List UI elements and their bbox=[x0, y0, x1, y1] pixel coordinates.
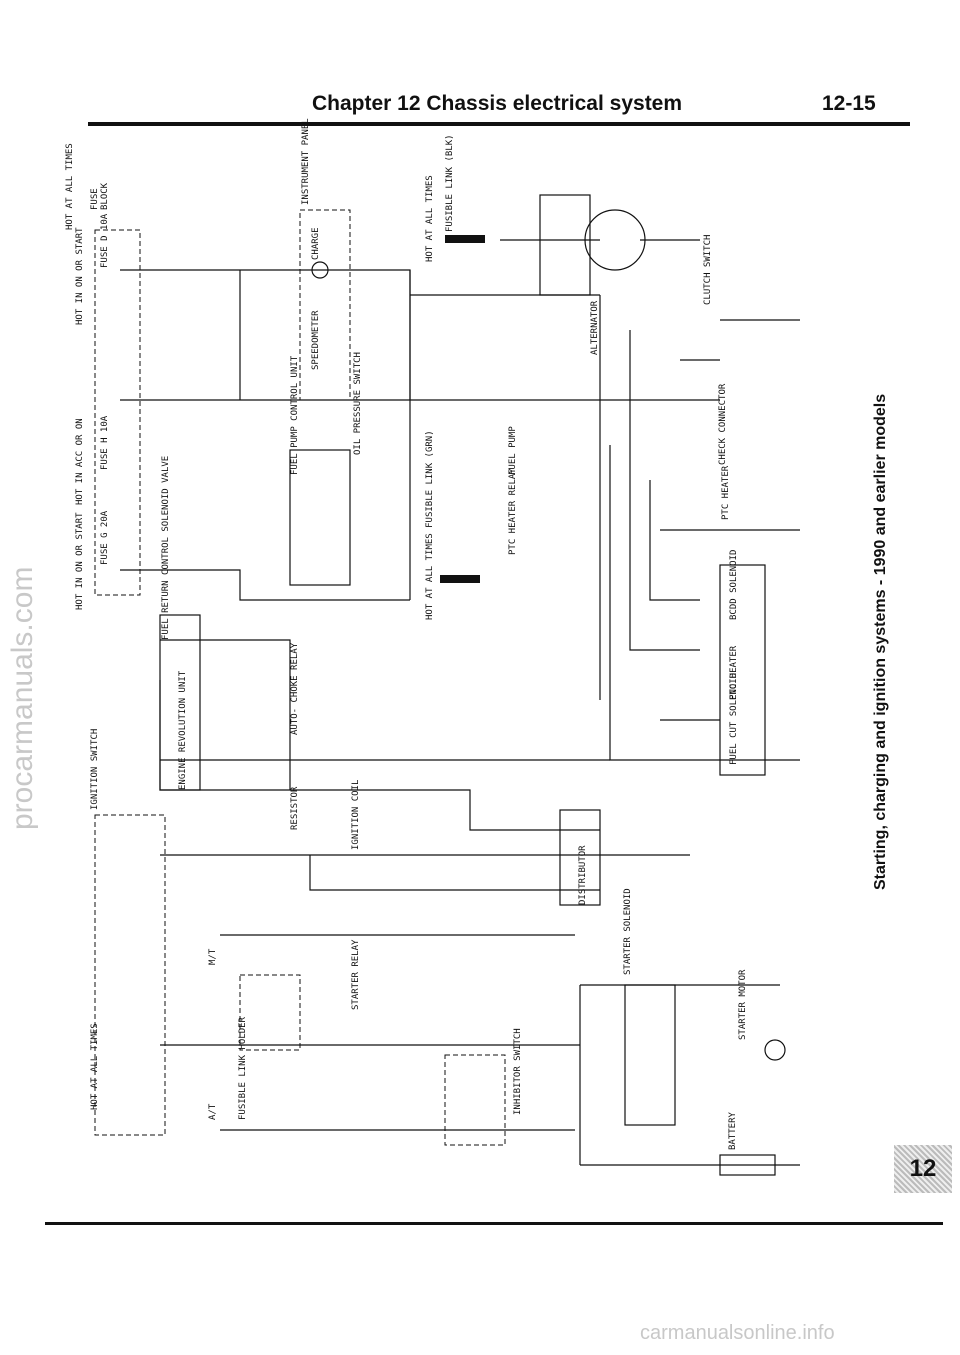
label-resistor: RESISTOR bbox=[290, 786, 300, 830]
label-fuse-d: FUSE D 10A bbox=[100, 213, 110, 268]
label-ptc-relay: PTC HEATER RELAY bbox=[508, 468, 518, 555]
starter-solenoid-box bbox=[624, 984, 676, 1126]
fusible-link-holder-box bbox=[239, 974, 301, 1051]
label-fuel-return: FUEL RETURN CONTROL SOLENOID VALVE bbox=[161, 456, 171, 640]
label-charge: CHARGE bbox=[311, 227, 321, 260]
label-fuse-block-name: FUSE bbox=[90, 188, 100, 210]
label-instrument-panel: INSTRUMENT PANEL bbox=[301, 118, 311, 205]
label-oil-pressure: OIL PRESSURE SWITCH bbox=[353, 352, 363, 455]
label-fuel-pump: FUEL PUMP bbox=[508, 426, 518, 475]
label-hot-top: HOT IN ON OR START bbox=[75, 227, 85, 325]
fusible-link-top bbox=[445, 235, 485, 243]
fuel-pump-control-box bbox=[289, 449, 351, 586]
label-alternator: ALTERNATOR bbox=[590, 300, 600, 355]
wire bbox=[120, 269, 411, 401]
wire bbox=[629, 330, 700, 651]
wire bbox=[609, 445, 800, 761]
label-auto-choke: AUTO- CHOKE RELAY bbox=[290, 642, 300, 735]
label-fusible-holder: FUSIBLE LINK HOLDER bbox=[238, 1016, 248, 1120]
solenoid-box bbox=[719, 564, 766, 776]
wire bbox=[160, 639, 291, 790]
label-hot-mid: HOT IN ACC OR ON bbox=[75, 418, 85, 505]
chapter-tab: 12 bbox=[894, 1145, 952, 1193]
label-bcdd: BCDD SOLENOID bbox=[729, 550, 739, 620]
label-fuse-block-name2: BLOCK bbox=[100, 182, 110, 210]
label-fuel-cut: FUEL CUT SOLENOID bbox=[729, 673, 739, 765]
page-number: 12-15 bbox=[822, 92, 876, 115]
labels: HOT AT ALL TIMES HOT IN ON OR START FUSE… bbox=[65, 118, 748, 1150]
fuse-block-box bbox=[94, 229, 141, 596]
label-clutch: CLUTCH SWITCH bbox=[703, 235, 713, 305]
alternator-circle bbox=[584, 209, 646, 271]
label-speedometer: SPEEDOMETER bbox=[311, 310, 321, 370]
label-ptc-top: PTC HEATER bbox=[721, 465, 731, 520]
label-at: A/T bbox=[208, 1103, 218, 1120]
label-mt: M/T bbox=[208, 948, 218, 965]
label-ignition-switch: IGNITION SWITCH bbox=[90, 729, 100, 810]
label-fuel-pump-control: FUEL PUMP CONTROL UNIT bbox=[290, 355, 300, 475]
label-hot-grn: HOT AT ALL TIMES FUSIBLE LINK (GRN) bbox=[425, 430, 435, 620]
charge-lamp bbox=[311, 261, 329, 279]
label-starter-solenoid: STARTER SOLENOID bbox=[623, 888, 633, 975]
label-hot-at: HOT AT ALL TIMES bbox=[425, 175, 435, 262]
label-fuse-g: FUSE G 20A bbox=[100, 510, 110, 565]
label-distributor: DISTRIBUTOR bbox=[578, 845, 588, 905]
wire bbox=[649, 480, 700, 601]
ignition-switch-box bbox=[94, 814, 166, 1136]
label-fuse-block: HOT AT ALL TIMES bbox=[65, 143, 75, 230]
wire bbox=[309, 855, 600, 891]
label-fuse-h: FUSE H 10A bbox=[100, 415, 110, 470]
label-inhibitor: INHIBITOR SWITCH bbox=[513, 1028, 523, 1115]
distributor-box bbox=[559, 809, 601, 906]
label-hot-low: HOT IN ON OR START bbox=[75, 512, 85, 610]
label-ptc-low: PTC HEATER bbox=[729, 645, 739, 700]
footer-rule bbox=[45, 1222, 943, 1225]
label-ignition-coil: IGNITION COIL bbox=[351, 780, 361, 850]
instrument-panel-box bbox=[299, 209, 351, 401]
wire bbox=[300, 789, 600, 831]
engine-rev-unit-box bbox=[159, 614, 201, 791]
starter-motor-circle bbox=[764, 1039, 786, 1061]
alternator-box bbox=[539, 194, 591, 296]
label-engine-rev: ENGINE REVOLUTION UNIT bbox=[178, 670, 188, 790]
label-battery: BATTERY bbox=[728, 1111, 738, 1150]
wire bbox=[120, 569, 410, 601]
label-starter-motor: STARTER MOTOR bbox=[738, 969, 748, 1040]
fusible-link-grn bbox=[440, 575, 480, 583]
inhibitor-switch-box bbox=[444, 1054, 506, 1146]
chapter-title: Chapter 12 Chassis electrical system bbox=[312, 92, 683, 115]
header-rule bbox=[88, 122, 910, 126]
battery-symbol bbox=[719, 1154, 776, 1176]
watermark-bottom: carmanualsonline.info bbox=[640, 1322, 835, 1344]
label-fusible-blk: FUSIBLE LINK (BLK) bbox=[445, 134, 455, 232]
label-check-connector: CHECK CONNECTOR bbox=[718, 383, 728, 465]
label-hot-all-times-low: HOT AT ALL TIMES bbox=[90, 1023, 100, 1110]
label-starter-relay: STARTER RELAY bbox=[351, 939, 361, 1010]
